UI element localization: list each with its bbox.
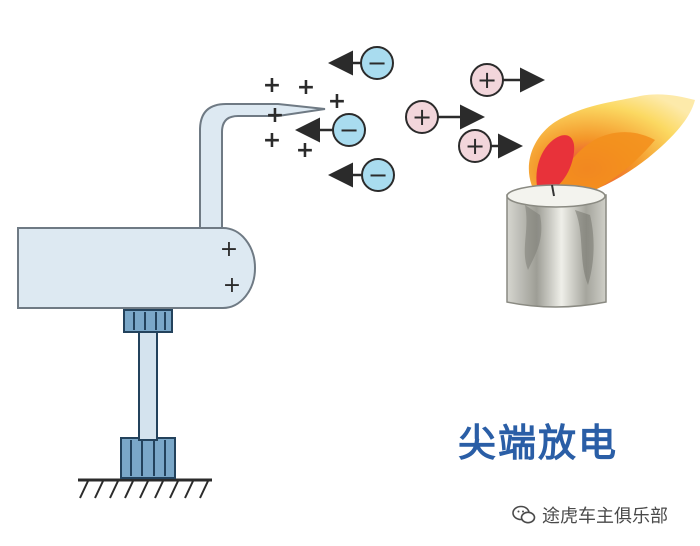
wechat-icon bbox=[512, 505, 536, 524]
conductor-charges: + + bbox=[220, 237, 241, 298]
watermark-text: 途虎车主俱乐部 bbox=[542, 506, 668, 527]
conductor-charge: + bbox=[223, 273, 241, 298]
candle bbox=[506, 184, 607, 308]
tip-charge: + bbox=[328, 89, 346, 114]
tip-charge: + bbox=[266, 103, 284, 128]
ground-hatch bbox=[78, 478, 212, 499]
conductor-charge: + bbox=[220, 237, 238, 262]
negative-ions: − − − bbox=[295, 46, 395, 192]
charged-conductor bbox=[17, 103, 326, 309]
candle-flame bbox=[528, 94, 695, 201]
conductor-needle bbox=[199, 103, 326, 229]
negative-ion: − bbox=[295, 113, 366, 147]
svg-text:+: + bbox=[465, 132, 485, 160]
positive-ion: + bbox=[405, 100, 485, 134]
tip-charge: + bbox=[297, 75, 315, 100]
plus-circle-icon bbox=[470, 63, 504, 97]
diagram-title: 尖端放电 bbox=[458, 421, 619, 465]
svg-text:−: − bbox=[367, 49, 387, 77]
negative-ion: − bbox=[328, 158, 395, 192]
positive-ion: + bbox=[458, 129, 523, 163]
minus-circle-icon bbox=[332, 113, 366, 147]
svg-text:−: − bbox=[339, 116, 359, 144]
tip-charge: + bbox=[296, 138, 314, 163]
positive-ions: + + + bbox=[405, 63, 545, 163]
positive-ion: + bbox=[470, 63, 545, 97]
plus-circle-icon bbox=[458, 129, 492, 163]
tip-charge: + bbox=[263, 128, 281, 153]
tip-charges: + + + + + + bbox=[263, 73, 346, 163]
svg-text:+: + bbox=[477, 66, 497, 94]
watermark: 途虎车主俱乐部 bbox=[512, 502, 668, 528]
plus-circle-icon bbox=[405, 100, 439, 134]
negative-ion: − bbox=[328, 46, 394, 80]
insulating-stand bbox=[120, 309, 176, 479]
minus-circle-icon bbox=[360, 46, 394, 80]
svg-text:−: − bbox=[368, 161, 388, 189]
tip-charge: + bbox=[263, 73, 281, 98]
minus-circle-icon bbox=[361, 158, 395, 192]
svg-text:+: + bbox=[412, 103, 432, 131]
